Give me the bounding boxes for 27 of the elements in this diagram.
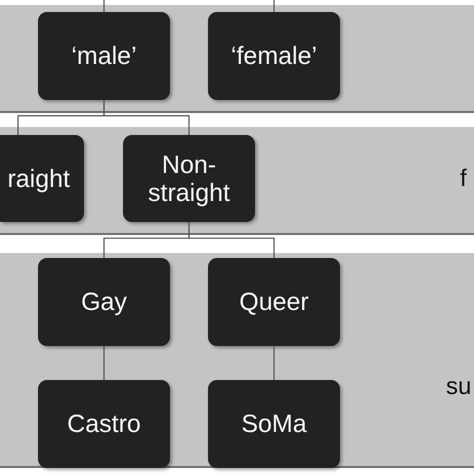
connector-line bbox=[103, 0, 105, 12]
box-label: ‘male’ bbox=[71, 42, 137, 70]
band-label: f bbox=[460, 165, 467, 193]
category-box bbox=[208, 380, 340, 468]
category-box bbox=[38, 12, 170, 100]
box-label: Queer bbox=[239, 288, 309, 316]
category-box bbox=[208, 12, 340, 100]
box-label: Non- straight bbox=[147, 150, 231, 206]
box-label: raight bbox=[7, 164, 70, 192]
box-label: Castro bbox=[67, 410, 141, 438]
connector-line bbox=[103, 346, 105, 380]
band-label: su bbox=[446, 373, 472, 401]
category-box bbox=[38, 258, 170, 346]
connector-line bbox=[273, 0, 275, 12]
band-background bbox=[0, 5, 474, 113]
box-label: ‘female’ bbox=[230, 42, 318, 70]
category-box bbox=[0, 135, 84, 222]
category-box bbox=[38, 380, 170, 468]
connector-line bbox=[103, 100, 190, 135]
band-background bbox=[0, 253, 474, 468]
box-label: Gay bbox=[81, 288, 127, 316]
connector-line bbox=[273, 346, 275, 380]
connector-line bbox=[188, 222, 275, 258]
box-label: SoMa bbox=[241, 410, 307, 438]
band-background bbox=[0, 127, 474, 235]
category-box bbox=[123, 135, 255, 222]
category-box bbox=[208, 258, 340, 346]
